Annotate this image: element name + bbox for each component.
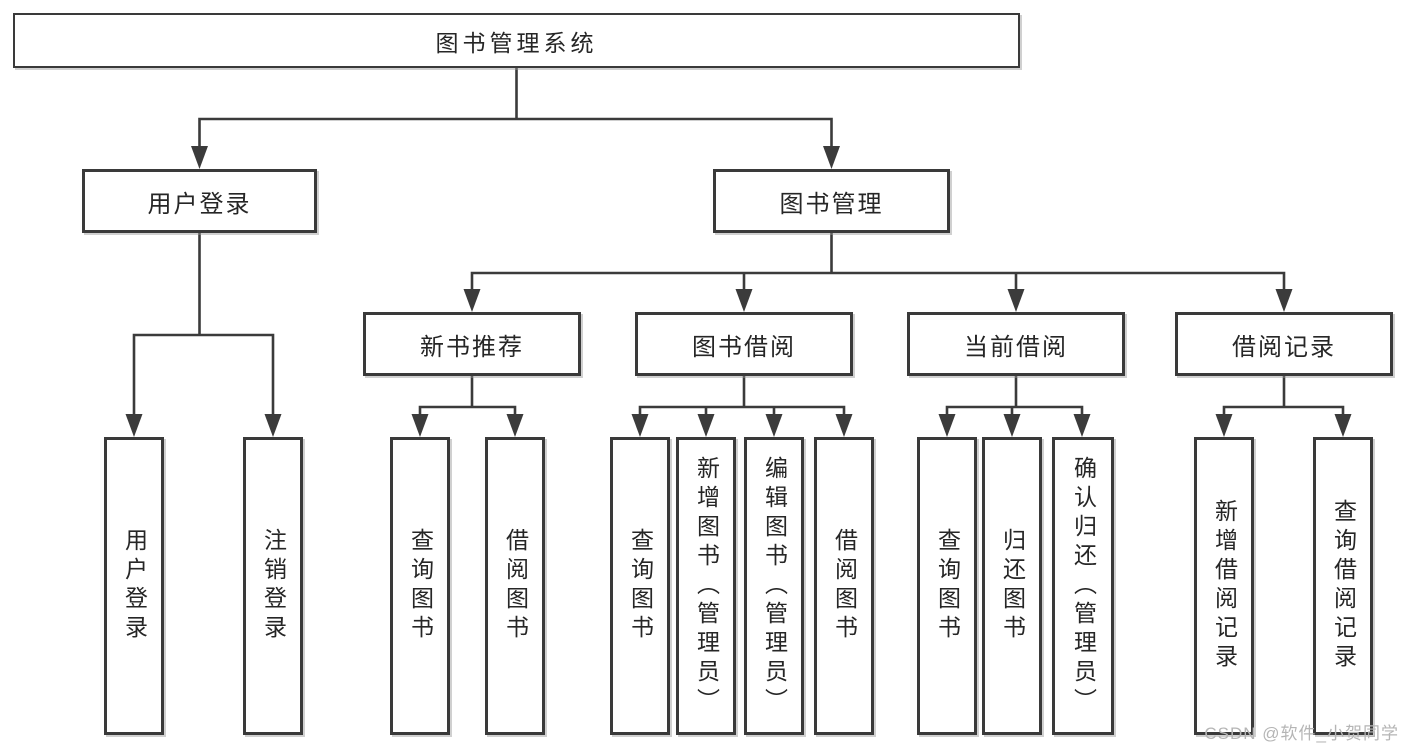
leaf-bb-borrow-books: 借阅图书 xyxy=(814,437,874,735)
leaf-nb-borrow-books: 借阅图书 xyxy=(485,437,545,735)
leaf-bb-add-books-admin: 新增图书（管理员） xyxy=(676,437,736,735)
leaf-bb-query-books: 查询图书 xyxy=(610,437,670,735)
leaf-cb-query-books: 查询图书 xyxy=(917,437,977,735)
node-user-login: 用户登录 xyxy=(82,169,317,233)
connector-user-login-to-leaves xyxy=(125,233,282,437)
arrowhead-icon xyxy=(631,414,649,437)
arrowhead-icon xyxy=(411,414,429,437)
connector-book-mgmt-to-level3 xyxy=(463,233,1293,312)
arrowhead-icon xyxy=(1003,414,1021,437)
connector-line xyxy=(638,405,846,417)
arrowhead-icon xyxy=(1334,414,1352,437)
arrowhead-icon xyxy=(1275,289,1293,312)
node-root: 图书管理系统 xyxy=(13,13,1020,68)
arrowhead-icon xyxy=(264,414,282,437)
leaf-br-query-record: 查询借阅记录 xyxy=(1313,437,1373,735)
leaf-bb-edit-books-admin: 编辑图书（管理员） xyxy=(744,437,804,735)
connector-current-borrow-to-leaves xyxy=(938,376,1091,437)
arrowhead-icon xyxy=(697,414,715,437)
node-current-borrow: 当前借阅 xyxy=(907,312,1125,376)
node-borrow-records: 借阅记录 xyxy=(1175,312,1393,376)
arrowhead-icon xyxy=(938,414,956,437)
connector-line xyxy=(132,333,275,417)
connector-line xyxy=(945,405,1084,417)
arrowhead-icon xyxy=(765,414,783,437)
node-book-mgmt: 图书管理 xyxy=(713,169,950,233)
connector-line xyxy=(418,405,517,417)
connector-borrow-records-to-leaves xyxy=(1215,376,1352,437)
connector-book-borrow-to-leaves xyxy=(631,376,853,437)
arrowhead-icon xyxy=(191,146,208,169)
arrowhead-icon xyxy=(463,289,481,312)
leaf-user-login: 用户登录 xyxy=(104,437,164,735)
leaf-nb-query-books: 查询图书 xyxy=(390,437,450,735)
watermark: CSDN @软件_小贺同学 xyxy=(1204,724,1399,743)
arrowhead-icon xyxy=(1215,414,1233,437)
arrowhead-icon xyxy=(506,414,524,437)
connector-line xyxy=(470,271,1286,292)
leaf-br-add-record: 新增借阅记录 xyxy=(1194,437,1254,735)
arrowhead-icon xyxy=(735,289,753,312)
leaf-cb-return-books: 归还图书 xyxy=(982,437,1042,735)
node-book-borrow: 图书借阅 xyxy=(635,312,853,376)
connector-new-books-to-leaves xyxy=(411,376,524,437)
arrowhead-icon xyxy=(1073,414,1091,437)
arrowhead-icon xyxy=(823,146,840,169)
arrowhead-icon xyxy=(1007,289,1025,312)
connector-line xyxy=(198,117,833,150)
connector-line xyxy=(1222,405,1345,417)
arrowhead-icon xyxy=(125,414,143,437)
connector-root-to-level2 xyxy=(191,68,840,169)
node-new-books: 新书推荐 xyxy=(363,312,581,376)
arrowhead-icon xyxy=(835,414,853,437)
leaf-cb-confirm-return-admin: 确认归还（管理员） xyxy=(1052,437,1114,735)
leaf-logout: 注销登录 xyxy=(243,437,303,735)
